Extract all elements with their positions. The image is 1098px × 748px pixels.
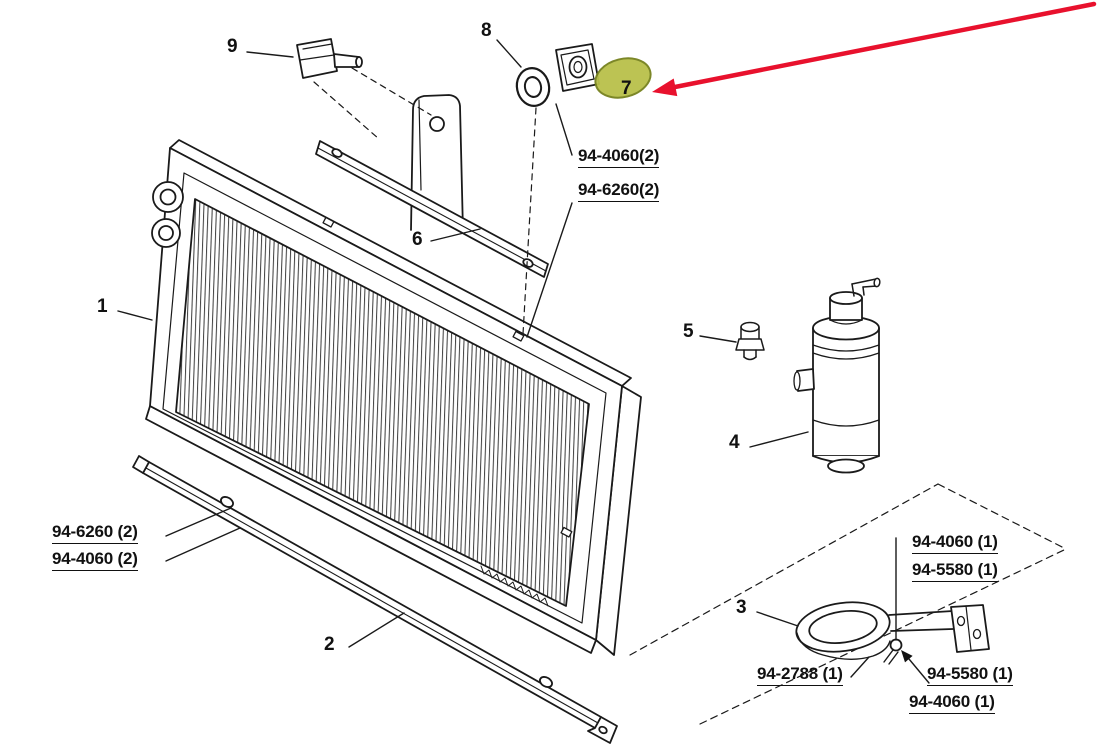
callout-6[interactable]: 6 (412, 229, 423, 250)
wing-knob (296, 38, 363, 79)
clamp-band-edge (796, 632, 891, 660)
rail-hole-1 (220, 496, 234, 508)
rail-hole-2 (539, 676, 553, 688)
drier-pipe (851, 277, 881, 297)
clamp-bracket (795, 601, 990, 665)
part-number-rail-left-1: 94-6260 (2) (52, 523, 138, 544)
receiver-drier (793, 277, 881, 474)
leader-arrowhead (901, 650, 913, 663)
projection-lines-clamp (629, 483, 1067, 725)
callout-8[interactable]: 8 (481, 20, 492, 41)
lower-rail (132, 455, 618, 744)
upper-mounting-bracket (315, 94, 549, 278)
grommet (515, 67, 551, 107)
part-number-clamp-top-1: 94-4060 (1) (912, 533, 998, 554)
callout-3[interactable]: 3 (736, 597, 747, 618)
part-number-bracket-top-1: 94-4060(2) (578, 147, 659, 168)
callout-1[interactable]: 1 (97, 296, 108, 317)
drier-body (812, 327, 880, 457)
retainer-plate (555, 43, 600, 92)
fin-end-zigzag (480, 565, 549, 607)
callout-2[interactable]: 2 (324, 634, 335, 655)
bracket-bar-hole-1 (331, 148, 343, 158)
pressure-switch (735, 321, 765, 361)
callout-5[interactable]: 5 (683, 321, 694, 342)
callout-7[interactable]: 7 (621, 78, 632, 99)
drier-foot (827, 458, 865, 474)
part-number-clamp-bottom-right-1: 94-5580 (1) (927, 665, 1013, 686)
bracket-tab-hole (429, 116, 445, 132)
part-number-clamp-top-2: 94-5580 (1) (912, 561, 998, 582)
part-number-clamp-bottom-right-2: 94-4060 (1) (909, 693, 995, 714)
condenser (145, 139, 642, 656)
part-number-rail-left-2: 94-4060 (2) (52, 550, 138, 571)
rail-left-end (132, 455, 150, 474)
part-number-bracket-top-2: 94-6260(2) (578, 181, 659, 202)
callout-9[interactable]: 9 (227, 36, 238, 57)
rail-tab-hole (598, 725, 608, 735)
leader-lines (117, 39, 930, 684)
condenser-fittings (151, 181, 184, 248)
red-pointer-arrow (652, 1, 1097, 97)
assembly-dashed-lines (313, 67, 537, 335)
clamp-ring-inner (808, 610, 878, 644)
clamp-bolt (889, 638, 903, 652)
callout-4[interactable]: 4 (729, 432, 740, 453)
highlight-ellipse[interactable] (591, 53, 655, 103)
condenser-mount-holes (322, 216, 573, 538)
condenser-core-fins (175, 198, 590, 607)
condenser-inner-frame (162, 172, 607, 624)
part-number-clamp-bottom-left: 94-2788 (1) (757, 665, 843, 686)
